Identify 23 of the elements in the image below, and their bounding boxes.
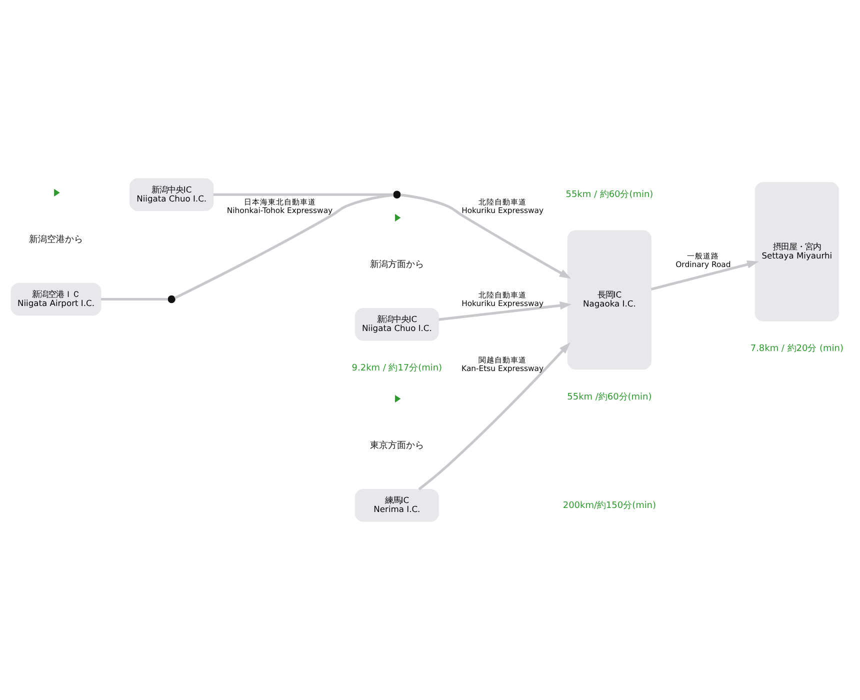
node-box: 摂田屋・宮内 Settaya Miyaurhi: [754, 182, 839, 322]
label: 55km / 約60分(min): [566, 190, 654, 200]
node-circle: [393, 190, 401, 198]
label: 新潟空港から: [28, 234, 83, 245]
node-circle: [168, 295, 176, 304]
label: 9.2km / 約17分(min): [352, 363, 442, 374]
node-box: 新潟中央IC Niigata Chuo I.C.: [354, 308, 439, 341]
node-box: 新潟中央IC Niigata Chuo I.C.: [130, 178, 214, 211]
arrow: [438, 302, 572, 321]
arrow: [400, 194, 572, 279]
label: 新潟方面から: [370, 260, 424, 270]
label: 7.8km / 約20分 (min): [750, 344, 844, 354]
connector: [100, 298, 168, 301]
node-box: 長岡IC Nagaoka I.C.: [567, 230, 652, 370]
node-box: 新潟空港ＩＣ Niigata Airport I.C.: [10, 282, 102, 316]
arrow: [418, 342, 570, 490]
connector: [174, 194, 394, 300]
connector: [213, 193, 394, 196]
label: 200km/約150分(min): [562, 500, 656, 511]
label: 東京方面から: [370, 441, 424, 452]
node-box: 練馬IC Nerima I.C.: [354, 489, 439, 522]
arrow: [650, 260, 759, 291]
label: 55km /約60分(min): [567, 392, 652, 402]
